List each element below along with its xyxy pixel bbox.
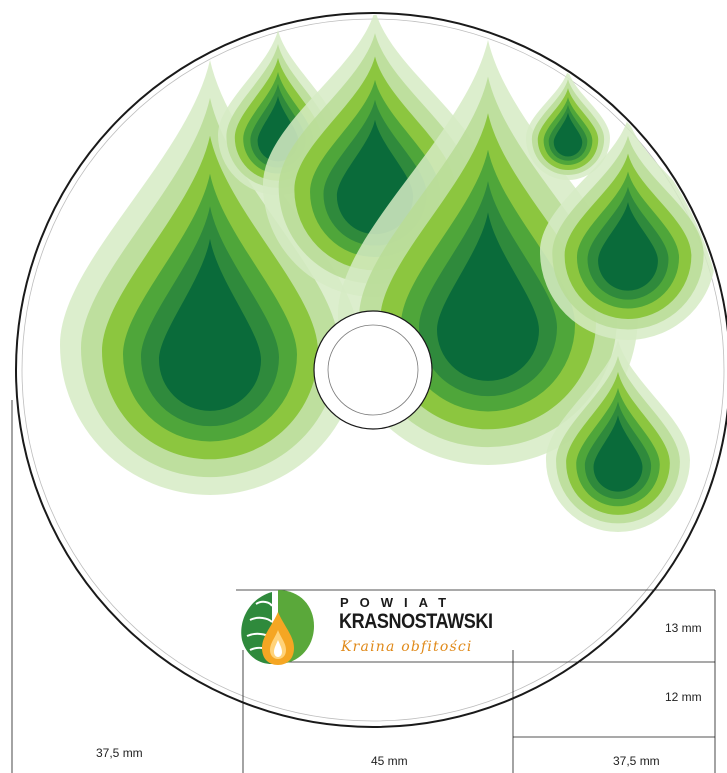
logo-line-powiat: POWIAT: [340, 595, 458, 610]
drop-left-large: [60, 60, 360, 495]
drop-right-mid-layer-6: [598, 202, 658, 291]
center-hole: [327, 324, 419, 416]
drop-center-large-layer-6: [437, 212, 539, 381]
logo-emblem: [241, 590, 314, 665]
dimension-label-left-37-5mm: 37,5 mm: [96, 746, 143, 760]
drop-right-low-layer-6: [593, 415, 643, 492]
logo-tagline: Kraina obfitości: [341, 639, 473, 655]
drop-right-mid: [540, 118, 716, 340]
dimension-label-center-45mm: 45 mm: [371, 754, 408, 768]
drop-right-small: [526, 70, 610, 180]
dimension-label-13mm: 13 mm: [665, 621, 702, 635]
dimension-label-right-37-5mm: 37,5 mm: [613, 754, 660, 768]
drop-right-low: [546, 340, 690, 532]
drop-left-large-layer-6: [159, 238, 261, 411]
logo-line-krasnostawski: KRASNOSTAWSKI: [339, 610, 493, 633]
drops-artwork: [60, 15, 716, 532]
dimension-label-12mm: 12 mm: [665, 690, 702, 704]
drop-right-small-layer-6: [553, 112, 583, 157]
dimension-guides: [11, 400, 716, 773]
